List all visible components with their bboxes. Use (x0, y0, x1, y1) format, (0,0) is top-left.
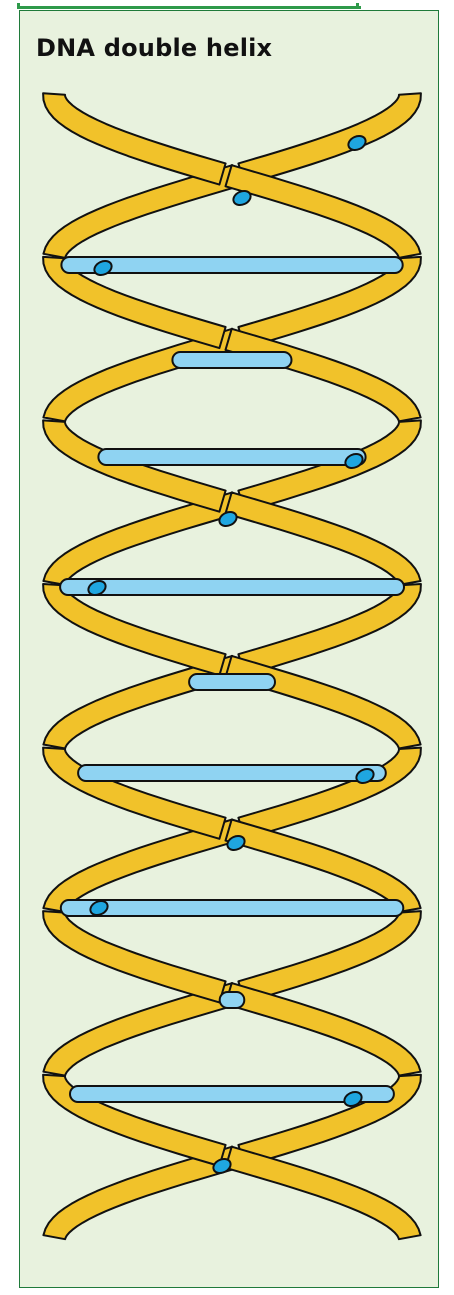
strand-segment-front-7 (226, 656, 421, 749)
base-pair-rung (78, 765, 386, 781)
strand-segment-front-4 (43, 420, 226, 511)
base-pair-rung (220, 992, 245, 1008)
strand-segment-front-5 (226, 492, 421, 585)
strand-segment-back-8 (238, 748, 421, 839)
strand-segment-back-6 (238, 584, 421, 675)
strand-segment-front-1 (226, 165, 421, 258)
strand-segment-front-8 (43, 748, 226, 839)
strand-segment-front-9 (226, 820, 421, 913)
strand-segment-front-11 (226, 983, 421, 1076)
strand-segment-front-3 (226, 329, 421, 422)
strand-segment-back-0 (238, 93, 421, 184)
strand-segment-front-10 (43, 911, 226, 1002)
base-pair-rung (60, 579, 404, 595)
base-pair-rung (98, 449, 365, 465)
strand-segment-back-10 (238, 911, 421, 1002)
base-pair-rung (189, 674, 275, 690)
strand-segment-front-0 (43, 93, 226, 184)
base-pair-rung (172, 352, 291, 368)
base-pair-rung (61, 257, 402, 273)
strand-segment-front-13 (226, 1147, 421, 1240)
strand-segment-back-4 (238, 420, 421, 511)
strand-segment-front-6 (43, 584, 226, 675)
base-pair-rung (61, 900, 404, 916)
